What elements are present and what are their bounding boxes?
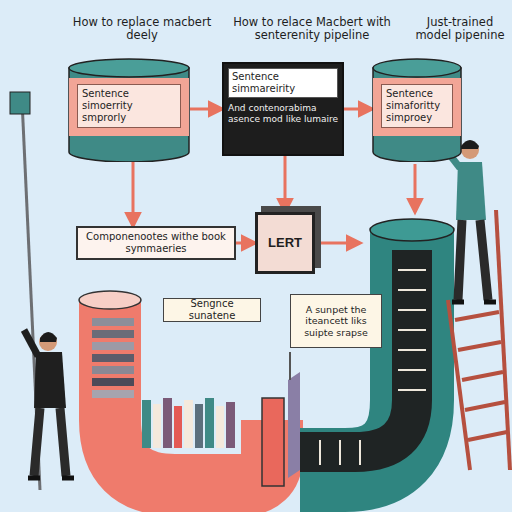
pink-tube [110,300,272,485]
flow-arrow [132,162,135,226]
tube-inner [300,250,412,452]
process-box: Sengnce sunatene [163,298,261,322]
person-figure [10,92,74,490]
node-content: Sengnce sunatene [168,299,256,321]
flow-arrow [190,108,222,111]
leader-line [289,352,291,380]
node-title: A sunpet the iteancett liks suipte sraps… [295,304,377,339]
tube-end [262,398,284,486]
flow-arrow [284,156,287,212]
heading-label: How to replace macbert deely [62,16,222,42]
heading-label: How to relace Macbert with senterenity p… [222,16,402,42]
cylinder-body [373,68,461,162]
process-box: A sunpet the iteancett liks suipte sraps… [290,294,382,348]
tube-opening [370,219,454,241]
book-stack [92,318,235,448]
node-content: Sentence simoerrity smprorly [77,84,181,128]
node-title: Sentence simoerrity smprorly [82,88,176,124]
node-title: Sengnce sunatene [168,298,256,322]
cylinder-node: Sentence simaforitty simproey [372,58,462,162]
process-box: Componenootes withe book symmaeries [76,226,236,260]
book-divider [288,372,300,478]
cylinder-node: Sentence simoerrity smprorly [68,58,190,162]
cube-node: LERT [255,212,315,274]
cylinder-band [373,78,461,136]
flow-arrow [236,242,255,245]
person-figure [430,140,496,302]
flow-arrow [344,108,372,111]
cylinder-body [69,68,189,162]
cylinder-top [69,59,189,77]
node-content: Sentence simaforitty simproey [381,84,453,128]
node-content: A sunpet the iteancett liks suipte sraps… [295,295,377,347]
flow-arrow [318,242,360,245]
node-title: Sentence simmareirity [228,68,338,98]
node-title: Sentence simaforitty simproey [386,88,448,124]
cylinder-band [69,78,189,136]
tube-opening [79,291,141,309]
flow-arrow [414,164,417,212]
process-box: Sentence simmareirityAnd contenorabima a… [222,62,344,156]
ladder [448,210,510,470]
cylinder-top [373,59,461,77]
node-content: LERT [258,215,312,271]
node-title: LERT [268,237,302,249]
node-content: Sentence simmareirityAnd contenorabima a… [228,68,338,125]
teal-tube [300,232,412,470]
node-content: Componenootes withe book symmaeries [82,228,230,258]
node-body: And contenorabima asence mod like lumair… [228,103,338,125]
node-title: Componenootes withe book symmaeries [82,231,230,255]
heading-label: Just-trained model pipenine [410,16,510,42]
